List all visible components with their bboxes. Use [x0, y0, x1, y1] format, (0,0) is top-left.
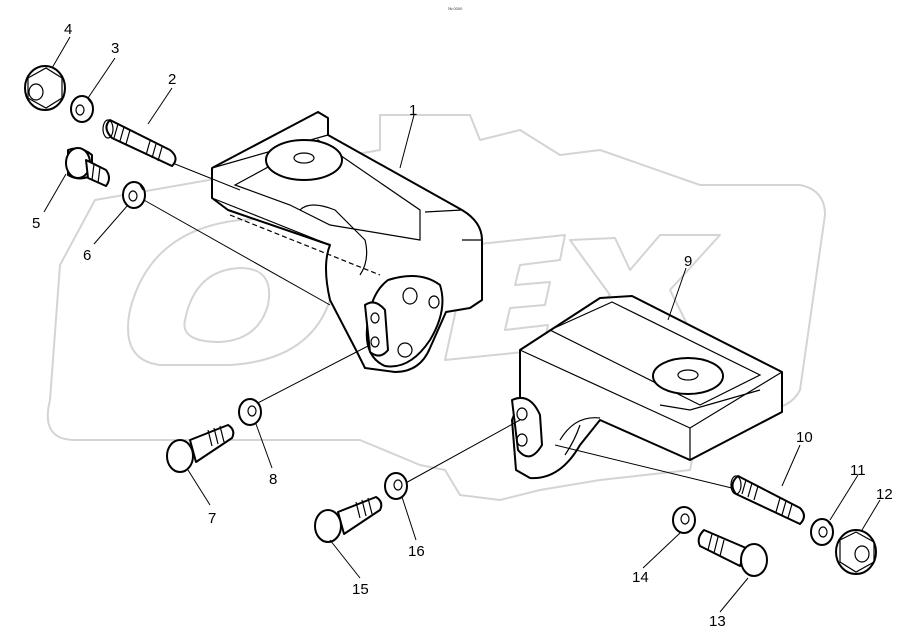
bolt-part-15 [314, 496, 383, 543]
lock-washer-part-11 [810, 518, 834, 546]
lock-washer-part-3 [70, 95, 94, 123]
stud-part-10 [730, 475, 805, 525]
callout-labels: 1 2 3 4 5 6 7 8 9 10 11 12 13 14 15 16 [32, 21, 893, 630]
callout-5: 5 [32, 215, 40, 232]
bolt-part-13 [697, 529, 768, 577]
callout-6: 6 [83, 247, 91, 264]
callout-14: 14 [632, 569, 649, 586]
callout-9: 9 [684, 253, 692, 270]
assembly-lines [134, 159, 741, 491]
lock-washer-part-6 [122, 181, 146, 209]
callout-16: 16 [408, 543, 425, 560]
bracket-part-9 [511, 295, 783, 480]
callout-7: 7 [208, 510, 216, 527]
stud-part-2 [102, 119, 177, 167]
bracket-part-1 [211, 111, 483, 373]
callout-3: 3 [111, 40, 119, 57]
callout-11: 11 [850, 462, 866, 479]
callout-10: 10 [796, 429, 813, 446]
nut-part-4 [24, 65, 66, 111]
callout-12: 12 [876, 486, 893, 503]
bolt-part-7 [166, 424, 235, 473]
callout-13: 13 [709, 613, 726, 630]
bolt-part-5 [65, 147, 110, 187]
corner-mark: № 0000 [448, 6, 463, 11]
lock-washer-part-16 [384, 472, 408, 500]
callout-2: 2 [168, 71, 176, 88]
callout-15: 15 [352, 581, 369, 598]
lock-washer-part-14 [672, 506, 696, 534]
callout-8: 8 [269, 471, 277, 488]
nut-part-12 [835, 529, 877, 575]
callout-4: 4 [64, 21, 72, 38]
callout-leaders [43, 36, 881, 613]
lock-washer-part-8 [238, 398, 262, 426]
callout-1: 1 [409, 102, 417, 119]
